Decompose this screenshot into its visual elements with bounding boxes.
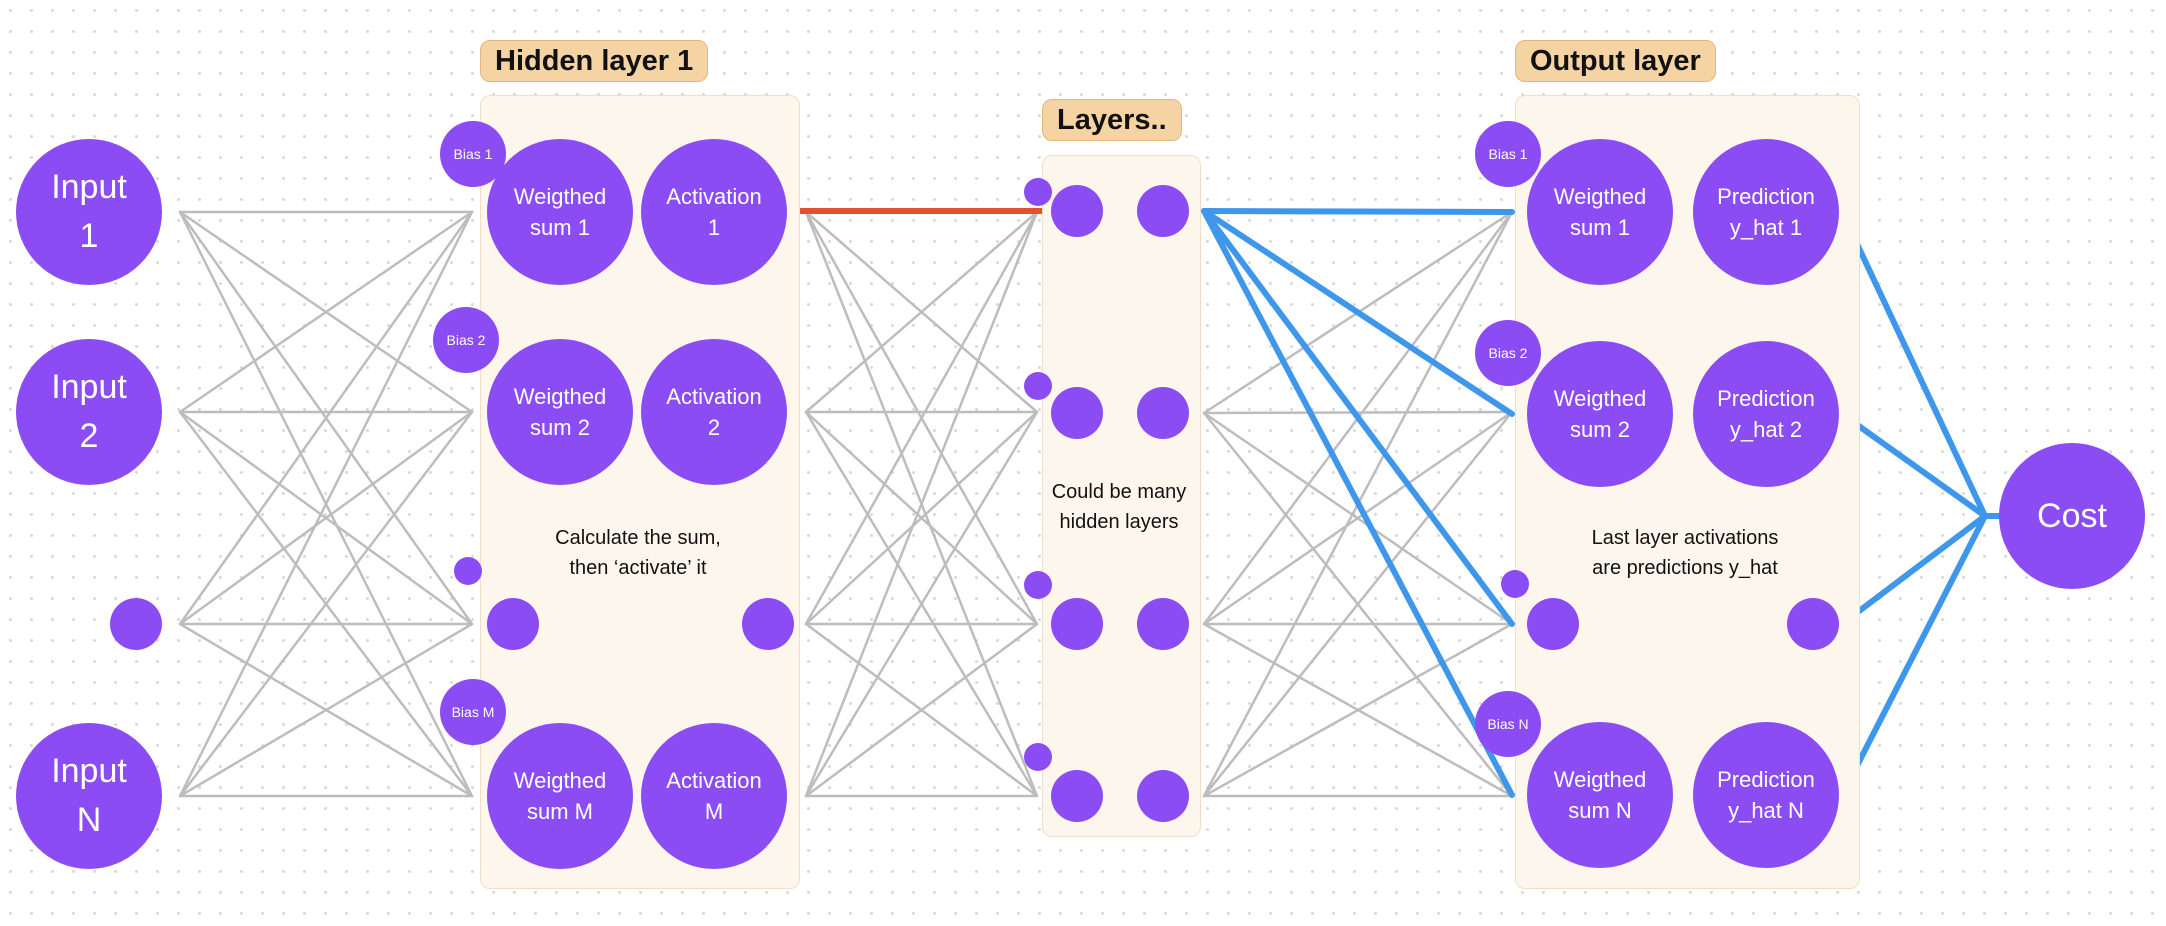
- output-prediction-n-label: Prediction y_hat N: [1717, 767, 1815, 823]
- input-to-hidden-edge: [178, 210, 474, 414]
- hidden-to-middle-edge: [804, 622, 1039, 798]
- output-prediction-unlabeled: [1787, 598, 1839, 650]
- output-weighted-sum-n: Weigthed sum N: [1527, 722, 1673, 868]
- hidden-activation-1-label: Activation 1: [666, 184, 762, 240]
- hidden-activation-1: Activation 1: [641, 139, 787, 285]
- connection-lines: [178, 208, 2002, 798]
- middle-bias-3: [1024, 571, 1052, 599]
- hidden-to-middle-edge: [804, 410, 1039, 626]
- hidden-to-middle-edge: [804, 210, 1039, 414]
- middle-node-a2: [1051, 387, 1103, 439]
- middle-node-a1: [1051, 185, 1103, 237]
- hidden-layer-note: Calculate the sum, then ‘activate’ it: [555, 527, 721, 579]
- middle-bias-4: [1024, 743, 1052, 771]
- cost-node-label: Cost: [2037, 496, 2107, 535]
- hidden-activation-m-label: Activation M: [666, 768, 762, 824]
- hidden-to-middle-edge: [804, 210, 1039, 798]
- hidden-weighted-sum-2: Weigthed sum 2: [487, 339, 633, 485]
- hidden-activation-unlabeled: [742, 598, 794, 650]
- middle-node-b3: [1137, 598, 1189, 650]
- input-node-1-label: Input 1: [51, 168, 127, 255]
- output-weighted-sum-2: Weigthed sum 2: [1527, 341, 1673, 487]
- highlight-blue-edge: [1839, 513, 1988, 627]
- input-node-n: Input N: [16, 723, 162, 869]
- highlight-blue-edge: [1201, 208, 1515, 215]
- input-node-1: Input 1: [16, 139, 162, 285]
- hidden-weighted-sum-unlabeled: [487, 598, 539, 650]
- output-weighted-sum-2-label: Weigthed sum 2: [1553, 386, 1647, 442]
- output-bias-1: Bias 1: [1475, 121, 1541, 187]
- highlight-blue-edge: [1201, 208, 1515, 417]
- output-weighted-sum-unlabeled: [1527, 598, 1579, 650]
- hidden-weighted-sum-1: Weigthed sum 1: [487, 139, 633, 285]
- input-to-hidden-edge: [178, 410, 474, 798]
- highlight-blue-edge: [1839, 411, 1988, 519]
- middle-layers-panel: [1042, 155, 1201, 837]
- hidden-layer-tag: Hidden layer 1: [480, 40, 709, 82]
- output-weighted-sum-1-label: Weigthed sum 1: [1553, 184, 1647, 240]
- hidden-weighted-sum-2-label: Weigthed sum 2: [513, 384, 607, 440]
- middle-node-a4: [1051, 770, 1103, 822]
- output-bias-unlabeled: [1501, 570, 1529, 598]
- input-to-hidden-edge: [178, 410, 474, 626]
- middle-node-b2: [1137, 387, 1189, 439]
- hidden-to-middle-edge: [804, 210, 1039, 626]
- highlight-blue-edge: [1201, 208, 1515, 627]
- hidden-bias-unlabeled: [454, 557, 482, 585]
- output-prediction-1-label: Prediction y_hat 1: [1717, 184, 1815, 240]
- highlight-blue-edge: [1201, 208, 1515, 798]
- output-weighted-sum-1: Weigthed sum 1: [1527, 139, 1673, 285]
- middle-node-b1: [1137, 185, 1189, 237]
- output-bias-1-label: Bias 1: [1488, 145, 1528, 162]
- output-bias-2-label: Bias 2: [1488, 344, 1528, 361]
- middle-to-output-edge: [1202, 410, 1514, 798]
- middle-bias-2: [1024, 372, 1052, 400]
- output-layer-note: Last layer activations are predictions y…: [1591, 527, 1779, 579]
- input-node-n-label: Input N: [51, 752, 127, 839]
- highlight-blue-edge: [1839, 513, 1988, 798]
- output-prediction-n: Prediction y_hat N: [1693, 722, 1839, 868]
- middle-node-b4: [1137, 770, 1189, 822]
- input-to-hidden-edge: [178, 622, 474, 798]
- hidden-to-middle-edge: [804, 410, 1039, 798]
- highlight-blue-edge: [1839, 209, 1988, 519]
- output-layer-tag: Output layer: [1515, 40, 1716, 82]
- hidden-bias-2: Bias 2: [433, 307, 499, 373]
- input-node-unlabeled: [110, 598, 162, 650]
- input-node-2-label: Input 2: [51, 368, 127, 455]
- middle-layers-note: Could be many hidden layers: [1051, 481, 1187, 533]
- output-prediction-2-label: Prediction y_hat 2: [1717, 386, 1815, 442]
- hidden-weighted-sum-m-label: Weigthed sum M: [513, 768, 607, 824]
- output-prediction-1: Prediction y_hat 1: [1693, 139, 1839, 285]
- input-to-hidden-edge: [178, 210, 474, 798]
- output-weighted-sum-n-label: Weigthed sum N: [1553, 767, 1647, 823]
- input-to-hidden-edge: [178, 210, 474, 626]
- middle-to-output-edge: [1202, 410, 1514, 626]
- output-prediction-2: Prediction y_hat 2: [1693, 341, 1839, 487]
- output-bias-n: Bias N: [1475, 691, 1541, 757]
- cost-node: Cost: [1999, 443, 2145, 589]
- input-node-2: Input 2: [16, 339, 162, 485]
- middle-node-a3: [1051, 598, 1103, 650]
- hidden-bias-1-label: Bias 1: [453, 145, 493, 162]
- hidden-activation-m: Activation M: [641, 723, 787, 869]
- output-bias-n-label: Bias N: [1487, 715, 1529, 732]
- hidden-weighted-sum-1-label: Weigthed sum 1: [513, 184, 607, 240]
- hidden-weighted-sum-m: Weigthed sum M: [487, 723, 633, 869]
- hidden-bias-2-label: Bias 2: [446, 331, 486, 348]
- hidden-bias-m-label: Bias M: [451, 703, 495, 720]
- middle-bias-1: [1024, 178, 1052, 206]
- hidden-activation-2: Activation 2: [641, 339, 787, 485]
- hidden-bias-m: Bias M: [440, 679, 506, 745]
- output-bias-2: Bias 2: [1475, 320, 1541, 386]
- middle-to-output-edge: [1202, 622, 1514, 798]
- hidden-activation-2-label: Activation 2: [666, 384, 762, 440]
- middle-layers-tag: Layers..: [1042, 99, 1182, 141]
